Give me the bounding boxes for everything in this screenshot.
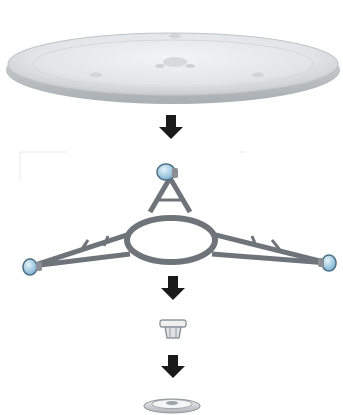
shaft-base-disc-icon [144,399,200,413]
roller-ring-icon [20,152,336,275]
arrow-down-icon [161,276,185,300]
arrow-down-icon [159,115,183,139]
glass-tray-icon [6,33,340,104]
coupler-icon [160,320,186,338]
arrow-down-icon [161,355,185,378]
